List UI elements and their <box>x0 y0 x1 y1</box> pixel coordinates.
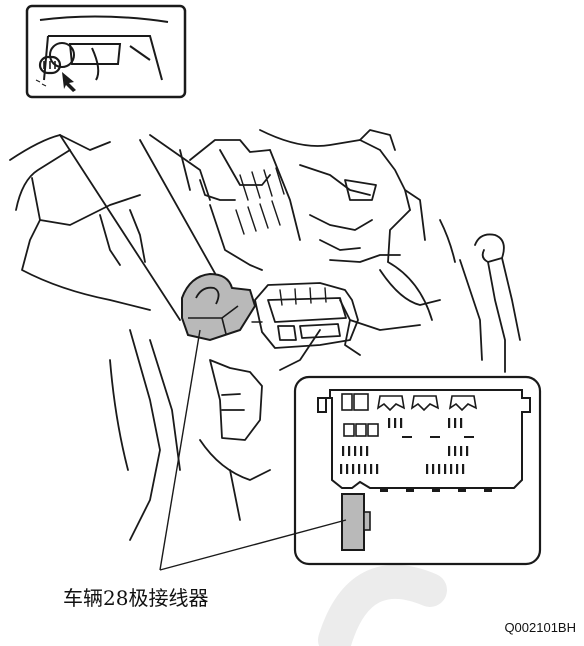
dashboard-line-art <box>9 129 521 541</box>
figure-code: Q002101BH <box>504 620 576 635</box>
locator-inset-icon <box>25 4 187 99</box>
pointer-arrow-icon <box>62 72 76 92</box>
vehicle-28-pin-connector <box>181 272 257 342</box>
connector-caption: 车辆28极接线器 <box>63 586 209 610</box>
watermark <box>318 564 447 646</box>
leader-lines <box>159 329 347 571</box>
connector-detail-inset <box>293 375 542 566</box>
